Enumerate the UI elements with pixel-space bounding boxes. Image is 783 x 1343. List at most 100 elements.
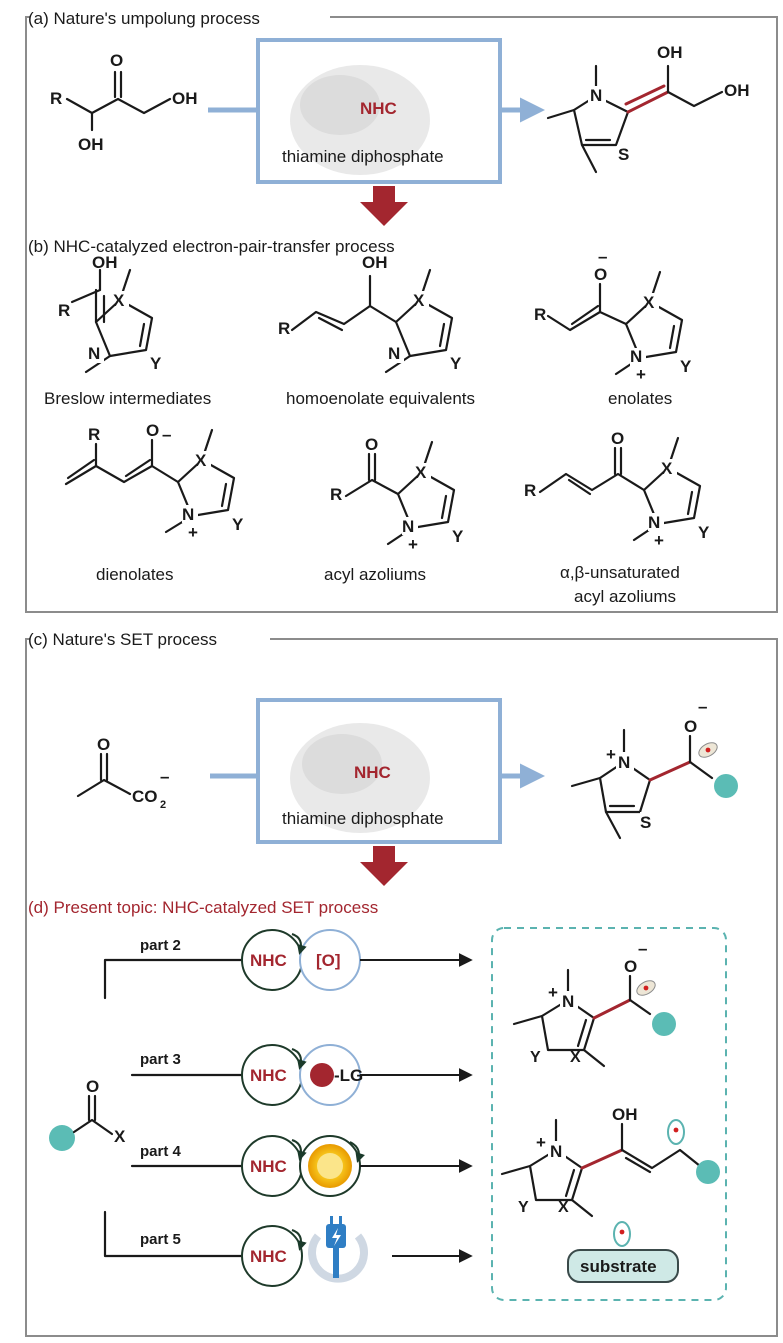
panel-a-heading: (a) Nature's umpolung process [28,9,260,28]
svg-text:N: N [550,1142,562,1161]
svg-text:OH: OH [92,253,118,272]
svg-text:+: + [536,1133,546,1152]
molecule-thiazolium-radical: N + S O – [570,697,738,840]
svg-text:X: X [661,459,673,478]
svg-text:R: R [524,481,536,500]
cycle-part-5: NHC [241,1216,473,1287]
part-2-label: part 2 [140,937,181,954]
svg-text:–: – [698,697,707,716]
svg-text:substrate: substrate [580,1257,657,1276]
svg-text:O: O [110,51,123,70]
svg-text:Y: Y [232,515,244,534]
svg-text:N: N [88,344,100,363]
enzyme-nhc-label-2: NHC [354,763,391,782]
svg-text:homoenolate equivalents: homoenolate equivalents [286,389,475,408]
svg-text:R: R [50,89,62,108]
products-dashed-box [491,927,727,1301]
svg-text:R: R [88,425,100,444]
svg-text:[O]: [O] [316,951,341,970]
svg-text:Breslow intermediates: Breslow intermediates [44,389,211,408]
panel-cd-frame [25,638,778,1337]
svg-text:OH: OH [78,135,104,154]
svg-text:X: X [114,1127,126,1146]
cycle-part-2: NHC [O] [241,929,473,991]
svg-text:X: X [415,463,427,482]
molecule-enolate: O – R X N + Y enolates [534,247,692,408]
svg-text:O: O [684,717,697,736]
panel-b-heading: (b) NHC-catalyzed electron-pair-transfer… [28,237,395,256]
panel-ab-frame [25,16,778,613]
part-3-label: part 3 [140,1051,181,1068]
svg-text:enolates: enolates [608,389,672,408]
svg-text:O: O [97,735,110,754]
svg-text:Y: Y [518,1199,529,1216]
svg-text:N: N [648,513,660,532]
svg-text:–: – [598,247,607,266]
svg-text:Y: Y [530,1049,541,1066]
svg-text:R: R [278,319,290,338]
svg-text:–: – [638,939,647,958]
product-homoenol-radical: N + Y X OH [500,1105,720,1218]
svg-text:N: N [388,344,400,363]
panel-d-heading: (d) Present topic: NHC-catalyzed SET pro… [28,898,378,917]
svg-text:Y: Y [452,527,464,546]
svg-text:N: N [618,753,630,772]
product-azolium-radical: N + Y X O – [512,939,676,1068]
enzyme-box-middle: NHC thiamine diphosphate [210,698,545,844]
svg-text:–: – [160,767,169,786]
svg-text:N: N [402,517,414,536]
svg-text:+: + [548,983,558,1002]
svg-text:S: S [640,813,651,832]
svg-text:X: X [113,291,125,310]
svg-text:CO: CO [132,787,158,806]
svg-text:X: X [413,291,425,310]
svg-text:Y: Y [698,523,710,542]
svg-text:O: O [594,265,607,284]
svg-text:R: R [58,301,70,320]
svg-text:O: O [146,421,159,440]
red-down-arrow-1 [360,186,408,226]
svg-text:OH: OH [362,253,388,272]
svg-text:NHC: NHC [250,1066,287,1085]
svg-text:acyl azoliums: acyl azoliums [574,587,676,606]
svg-text:X: X [195,451,207,470]
svg-text:O: O [86,1077,99,1096]
svg-text:–: – [162,425,171,444]
svg-text:OH: OH [657,43,683,62]
svg-text:OH: OH [172,89,198,108]
enzyme-caption-2: thiamine diphosphate [282,809,444,828]
substrate-pill [567,1249,679,1283]
part-5-label: part 5 [140,1231,181,1248]
red-down-arrow-2 [360,846,408,886]
svg-text:Y: Y [450,354,462,373]
svg-text:N: N [630,347,642,366]
svg-text:+: + [188,523,198,542]
svg-text:-LG: -LG [334,1066,363,1085]
svg-text:X: X [643,293,655,312]
svg-text:+: + [606,745,616,764]
svg-text:α,β-unsaturated: α,β-unsaturated [560,563,680,582]
enzyme-nhc-label: NHC [360,99,397,118]
svg-text:dienolates: dienolates [96,565,174,584]
svg-text:+: + [408,535,418,554]
enzyme-caption: thiamine diphosphate [282,147,444,166]
branch-lines [103,958,250,1258]
molecule-pyruvate: O CO 2 – [76,735,169,811]
product-substrate-radical: substrate [567,1221,679,1283]
svg-text:X: X [558,1199,569,1216]
light-sun-icon [308,1144,352,1188]
svg-text:Y: Y [680,357,692,376]
molecule-acyl-azolium: O R X N + Y acyl azoliums [324,435,464,584]
svg-text:OH: OH [612,1105,638,1124]
svg-text:+: + [654,531,664,550]
svg-text:OH: OH [724,81,750,100]
svg-text:X: X [570,1049,581,1066]
svg-text:S: S [618,145,629,164]
svg-text:O: O [365,435,378,454]
svg-text:Y: Y [150,354,162,373]
enzyme-box-top: NHC thiamine diphosphate [208,38,545,184]
svg-text:2: 2 [160,799,166,811]
svg-text:N: N [182,505,194,524]
svg-text:NHC: NHC [250,1247,287,1266]
electricity-plug-icon [308,1216,368,1283]
